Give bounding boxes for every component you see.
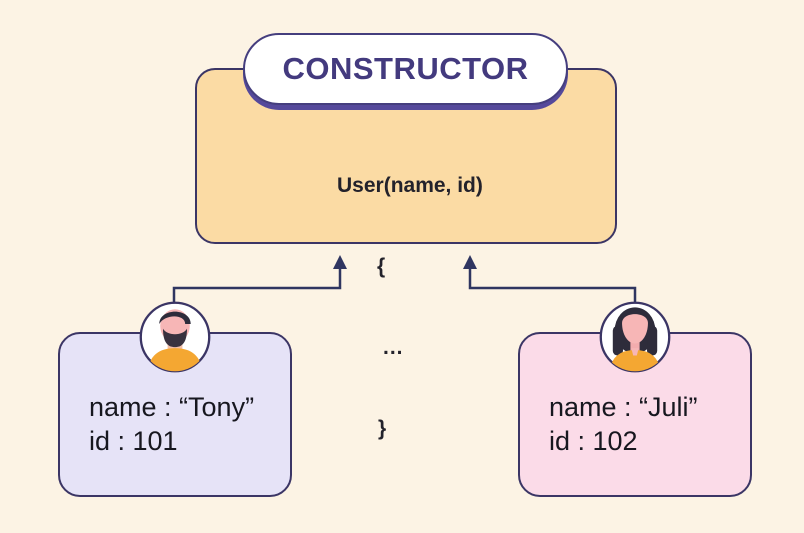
object-properties: name : “Tony” id : 101 bbox=[89, 390, 254, 458]
right-arrow-up-icon bbox=[463, 255, 477, 269]
constructor-title: CONSTRUCTOR bbox=[282, 51, 529, 86]
code-ellipsis: ... bbox=[383, 336, 404, 359]
object-id-line: id : 102 bbox=[549, 426, 638, 456]
left-connector-line bbox=[172, 266, 342, 302]
left-arrow-up-icon bbox=[333, 255, 347, 269]
object-card-juli: name : “Juli” id : 102 bbox=[518, 301, 752, 497]
object-card-tony: name : “Tony” id : 101 bbox=[58, 301, 292, 497]
female-user-avatar-icon bbox=[598, 300, 672, 374]
constructor-title-pill: CONSTRUCTOR bbox=[243, 33, 568, 105]
code-signature: User(name, id) bbox=[337, 174, 483, 197]
object-properties: name : “Juli” id : 102 bbox=[549, 390, 698, 458]
object-name-line: name : “Juli” bbox=[549, 392, 698, 422]
code-close-brace: } bbox=[378, 417, 387, 440]
male-user-avatar-icon bbox=[138, 300, 212, 374]
object-id-line: id : 101 bbox=[89, 426, 178, 456]
right-connector-line bbox=[468, 266, 637, 302]
constructor-code-block: User(name, id) { ... } bbox=[337, 118, 483, 496]
code-open-brace: { bbox=[377, 255, 386, 278]
object-name-line: name : “Tony” bbox=[89, 392, 255, 422]
